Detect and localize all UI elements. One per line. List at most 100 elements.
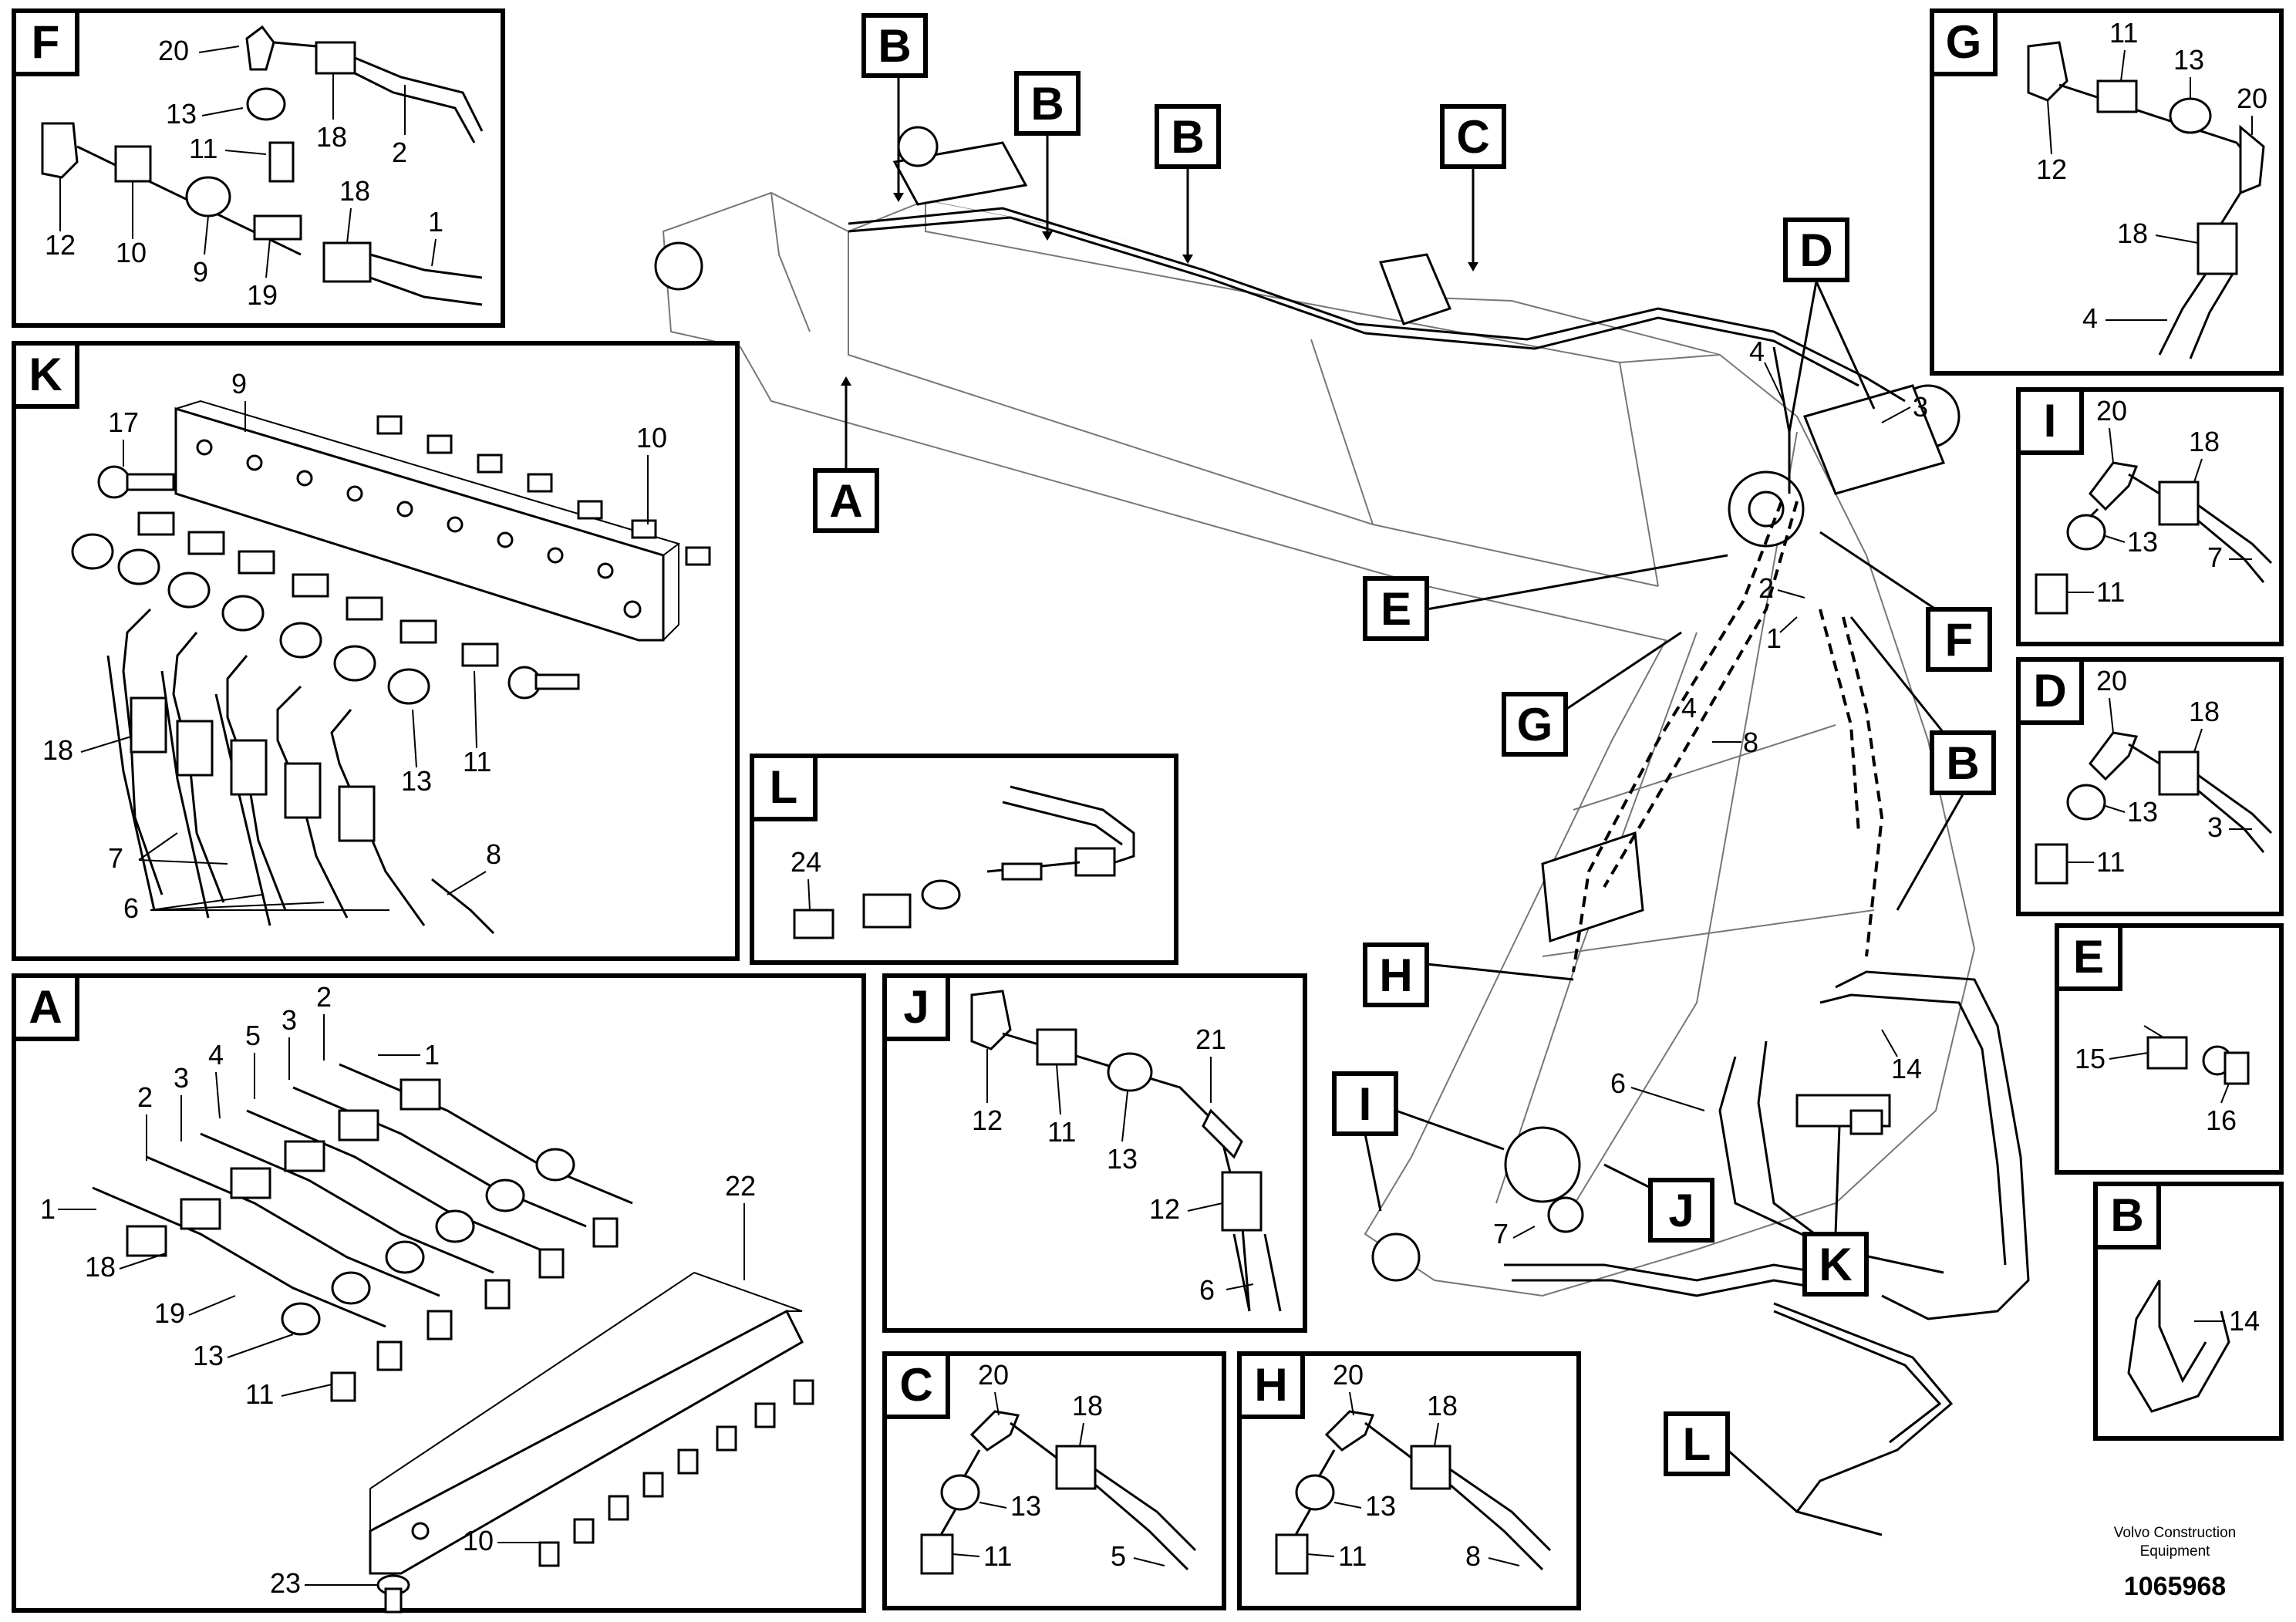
panel-h: H 20 18 13 11 8 [1237,1351,1581,1610]
part-number-label: 3 [282,1004,297,1036]
boom-assembly [654,126,2030,1536]
panel-a: A [12,973,866,1614]
part-number-label: 11 [2109,17,2138,49]
main-label: 2 [1758,572,1774,604]
panel-title: L [770,761,798,813]
panel-title: J [903,981,929,1033]
part-number-label: 13 [193,1340,224,1371]
part-number-label: 13 [2127,526,2158,558]
brand-line-1: Volvo Construction [2114,1525,2236,1541]
part-number-label: 17 [108,406,139,438]
part-number-label: 13 [166,98,197,130]
part-number-label: 13 [401,765,432,797]
part-number-label: 12 [972,1104,1003,1136]
panel-d: D 20 18 13 3 11 [2016,657,2284,916]
part-number-label: 18 [2189,426,2220,457]
part-number-label: 11 [189,133,217,164]
part-number-label: 18 [1072,1390,1103,1421]
part-number-label: 11 [2096,846,2125,878]
part-number-label: 20 [1333,1359,1364,1391]
callout-i: I [1359,1078,1372,1130]
part-number-label: 1 [40,1193,56,1225]
callout-h: H [1379,949,1412,1001]
part-number-label: 14 [2229,1305,2260,1337]
part-number-label: 2 [316,981,332,1013]
part-number-label: 10 [463,1525,494,1556]
main-label: 4 [1749,336,1765,367]
part-number-label: 22 [725,1170,756,1202]
callout-b: B [1171,111,1204,163]
part-number-label: 20 [158,35,189,66]
callout-k: K [1819,1239,1852,1290]
panel-title: H [1254,1359,1287,1411]
panel-title: C [899,1359,932,1411]
panel-i: I 20 18 13 7 11 [2016,387,2284,646]
panel-title: K [29,349,62,400]
callout-e: E [1381,583,1411,635]
main-label: 7 [1493,1218,1509,1249]
part-number-label: 13 [2127,796,2158,828]
part-number-label: 20 [2096,665,2127,696]
part-number-label: 6 [1199,1274,1215,1306]
panel-c: C 20 18 13 11 5 [882,1351,1226,1610]
panel-k: K [12,341,740,961]
panel-e: E 15 16 [2055,923,2284,1175]
part-number-label: 1 [428,206,443,238]
part-number-label: 12 [45,229,76,261]
part-number-label: 20 [978,1359,1009,1391]
part-number-label: 20 [2237,83,2267,114]
panel-f: F 20 13 11 18 2 12 10 9 19 18 [12,8,505,328]
part-number-label: 1 [424,1039,440,1071]
part-number-label: 5 [1111,1540,1126,1572]
footer: Volvo Construction Equipment 1065968 [2114,1525,2236,1601]
main-label: 8 [1743,727,1758,758]
callout-b: B [1946,737,1979,789]
part-number-label: 16 [2206,1104,2237,1136]
part-number-label: 18 [2117,218,2148,249]
panel-title: G [1946,16,1982,68]
panel-title: A [29,981,62,1033]
panel-title: B [2110,1189,2143,1241]
part-number-label: 12 [1149,1193,1180,1225]
callout-l: L [1683,1418,1711,1470]
callout-c: C [1456,111,1489,163]
panel-title: E [2073,931,2104,983]
part-number-label: 18 [85,1251,116,1283]
panel-title: I [2044,395,2057,447]
main-label: 1 [1766,622,1782,654]
main-labels: 4 3 2 1 4 8 6 14 7 [1493,336,1928,1249]
part-number-label: 10 [636,422,667,454]
callout-j: J [1668,1185,1694,1236]
part-number-label: 19 [247,279,278,311]
part-number-label: 18 [2189,696,2220,727]
part-number-label: 24 [791,846,821,878]
callout-b: B [878,20,911,72]
part-number-label: 21 [1195,1023,1226,1055]
main-label: 3 [1913,391,1928,423]
part-number-label: 9 [193,256,208,288]
part-number-label: 11 [983,1540,1012,1572]
part-number-label: 13 [1010,1490,1041,1522]
part-number-label: 8 [486,838,501,870]
callout-a: A [829,475,862,527]
part-number-label: 20 [2096,395,2127,427]
part-number-label: 18 [42,734,73,766]
part-number-label: 2 [392,137,407,168]
callout-f: F [1945,614,1974,666]
panel-title: F [32,16,60,68]
document-number: 1065968 [2124,1572,2226,1601]
part-number-label: 15 [2075,1043,2106,1074]
part-number-label: 3 [2207,811,2223,843]
part-number-label: 9 [231,368,247,400]
part-number-label: 10 [116,237,147,268]
part-number-label: 2 [137,1081,153,1113]
callouts: B B B C A D E F G B [813,13,1996,1513]
panel-b: B 14 [2093,1182,2284,1441]
part-number-label: 4 [208,1039,224,1071]
part-number-label: 13 [1107,1143,1138,1175]
panel-l: L 24 [750,754,1178,965]
main-label: 14 [1891,1053,1922,1084]
part-number-label: 7 [2207,541,2223,573]
part-number-label: 4 [2082,302,2098,334]
